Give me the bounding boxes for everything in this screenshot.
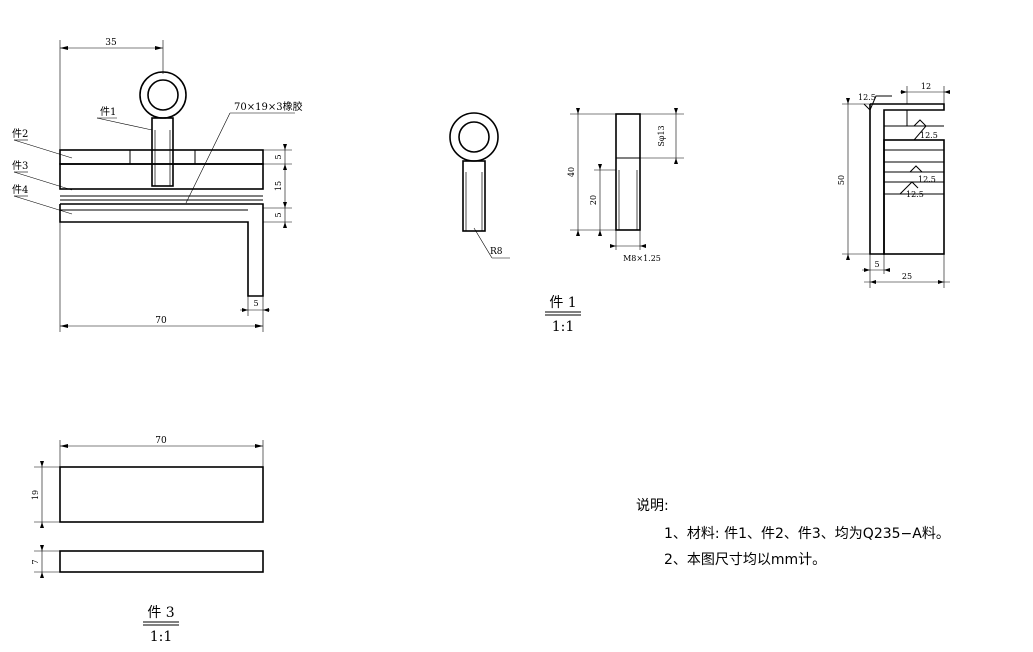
label-part1: 件1	[100, 106, 116, 118]
label-part3: 件3	[12, 160, 28, 172]
dim-50: 50	[837, 175, 846, 185]
part1-title: 件 1	[549, 295, 576, 311]
dim-25: 25	[902, 272, 912, 281]
bracket-view: 12.5 12.5 12.5 12.5 12 50 5 25	[837, 82, 950, 288]
label-part4: 件4	[12, 184, 28, 196]
dim-7: 7	[31, 559, 40, 564]
dim-15: 15	[274, 181, 283, 191]
dim-40: 40	[567, 167, 576, 177]
dim-5-bracket: 5	[874, 260, 879, 269]
dim-sphi13: Sφ13	[657, 125, 666, 146]
assembly-view: 35 件1 件2 件3 件4 70×19×3橡胶	[12, 38, 303, 332]
rough-3: 12.5	[906, 190, 924, 199]
dim-70: 70	[155, 316, 167, 326]
notes: 说明: 1、材料: 件1、件2、件3、均为Q235−A料。 2、本图尺寸均以mm…	[636, 498, 950, 568]
part3-scale: 1:1	[150, 629, 173, 645]
rough-top: 12.5	[858, 93, 876, 102]
dim-35: 35	[105, 38, 117, 48]
dim-5-top: 5	[274, 154, 283, 159]
part1-scale: 1:1	[552, 319, 575, 335]
dim-12: 12	[921, 82, 931, 91]
part3-view: 70 19 7 件 3 1:1	[31, 436, 264, 645]
dim-70-plate: 70	[155, 436, 167, 446]
label-rubber: 70×19×3橡胶	[234, 100, 303, 113]
rough-1: 12.5	[920, 131, 938, 140]
dim-19: 19	[31, 490, 40, 500]
dim-5-mid: 5	[274, 212, 283, 217]
notes-heading: 说明:	[636, 498, 669, 514]
notes-line1: 1、材料: 件1、件2、件3、均为Q235−A料。	[664, 526, 950, 542]
part3-title: 件 3	[147, 605, 174, 621]
dim-m8: M8×1.25	[623, 254, 661, 263]
dim-20: 20	[589, 195, 598, 205]
dim-5-leg: 5	[253, 299, 258, 308]
label-part2: 件2	[12, 128, 28, 140]
part1-view: R8 40 20 Sφ13 M8×1.25 件 1	[449, 108, 684, 335]
dim-r8: R8	[490, 247, 503, 257]
notes-line2: 2、本图尺寸均以mm计。	[664, 552, 826, 568]
rough-2: 12.5	[918, 175, 936, 184]
